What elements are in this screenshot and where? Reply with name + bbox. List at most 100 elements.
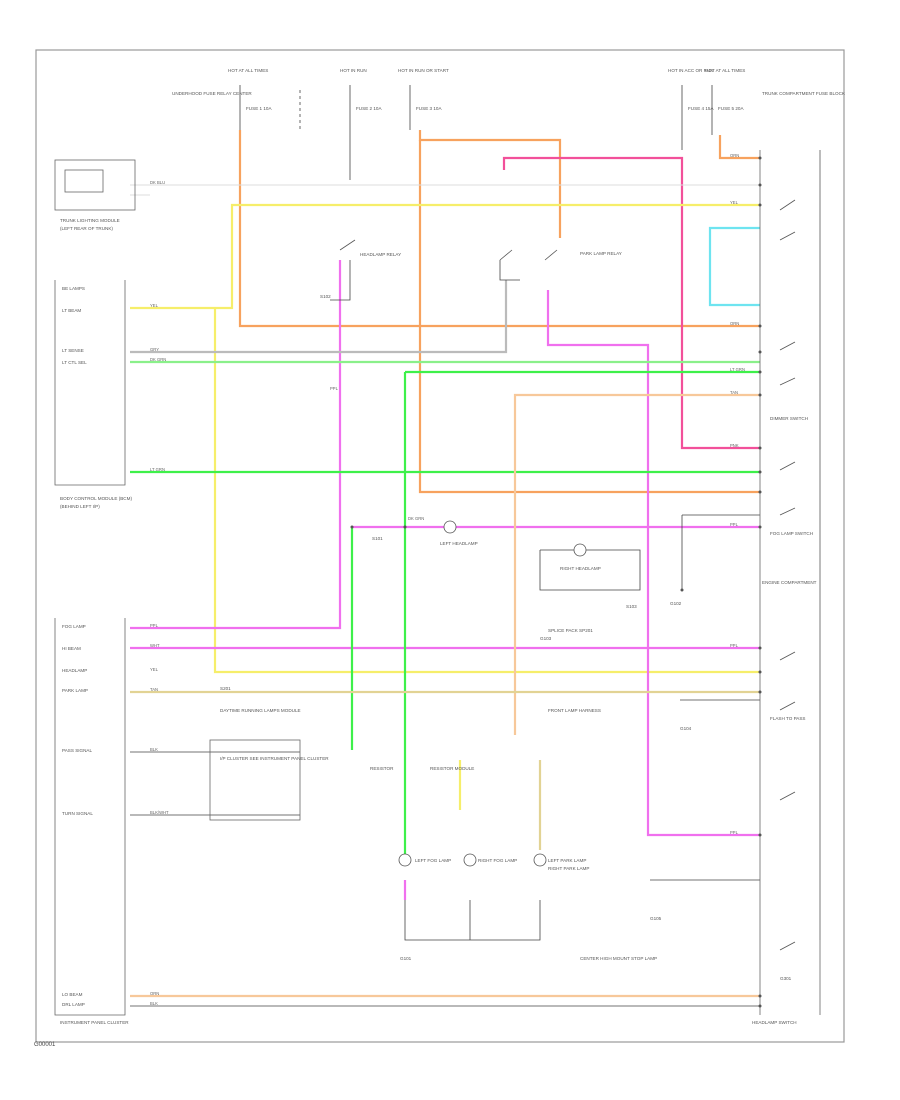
connector-dot <box>758 470 762 474</box>
label-ground-3: G103 <box>540 636 552 641</box>
wire-code: WHT <box>150 643 160 648</box>
trunk-module-box <box>54 159 136 211</box>
label-hot-4: HOT IN ACC OR RUN <box>668 68 714 73</box>
label-splice-3: S103 <box>626 604 637 609</box>
label-right-fog: RIGHT FOG LAMP <box>478 858 517 863</box>
label-ground-6: G301 <box>780 976 792 981</box>
label-ipc-note: I/P CLUSTER SEE INSTRUMENT PANEL CLUSTER <box>220 756 329 761</box>
connector-dot <box>680 588 684 592</box>
diagram-id-code: G00001 <box>34 1042 56 1048</box>
wire-code: PNK <box>730 443 739 448</box>
wire-code: PPL <box>150 623 159 628</box>
label-left-headlamp: LEFT HEADLAMP <box>440 541 478 546</box>
switch-8 <box>779 701 796 711</box>
relay-switch-2 <box>499 249 513 261</box>
label-trunk-module-loc: (LEFT REAR OF TRUNK) <box>60 226 113 231</box>
label-flash-to-pass: FLASH TO PASS <box>770 716 806 721</box>
label-hot-1: HOT AT ALL TIMES <box>228 68 268 73</box>
label-ground-5: G105 <box>650 916 662 921</box>
wire-yellow-2 <box>213 308 760 674</box>
wire-code-labels: DK BLU YEL GRY DK GRN LT GRN PPL WHT YEL… <box>150 153 745 1006</box>
wire-tan-1 <box>513 393 760 735</box>
wire-code: PPL <box>730 522 739 527</box>
connector-dot <box>403 525 407 529</box>
label-ipc-pin-3: HEADLAMP <box>62 668 87 673</box>
connector-dot <box>758 446 762 450</box>
wire-orange-4 <box>718 135 760 160</box>
left-fog-lamp-bulb <box>398 853 412 867</box>
label-headlamp-relay: HEADLAMP RELAY <box>360 252 401 257</box>
wire-code: LT GRN <box>150 467 165 472</box>
wire-code: YEL <box>730 200 739 205</box>
label-ipc-pin-5: PASS SIGNAL <box>62 748 92 753</box>
label-fuse-block: TRUNK COMPARTMENT FUSE BLOCK <box>762 91 846 96</box>
wire-code: BLK/WHT <box>150 810 169 815</box>
label-center-lamp: CENTER HIGH MOUNT STOP LAMP <box>580 956 657 961</box>
wire-code: YEL <box>150 667 159 672</box>
label-ground-4: G104 <box>680 726 692 731</box>
label-bcm-loc: (BEHIND LEFT I/P) <box>60 504 100 509</box>
label-resistor: RESISTOR <box>370 766 394 771</box>
label-ipc-pin-2: HI BEAM <box>62 646 81 651</box>
wire-code: PPL <box>730 643 739 648</box>
switch-4 <box>779 377 796 386</box>
wire-code: YEL <box>150 303 159 308</box>
switch-3 <box>779 341 796 351</box>
diagram-frame <box>35 49 845 1043</box>
label-daytime-note: DAYTIME RUNNING LAMPS MODULE <box>220 708 301 713</box>
label-fog-switch: FOG LAMP SWITCH <box>770 531 813 536</box>
label-left-park: LEFT PARK LAMP <box>548 858 586 863</box>
connector-dot <box>758 1004 762 1008</box>
lamps <box>398 520 587 867</box>
wires <box>130 130 760 998</box>
ipc-bracket <box>54 618 126 1016</box>
connector-dot <box>758 183 762 187</box>
connector-dot <box>758 490 762 494</box>
resistor-note-box <box>209 739 301 821</box>
label-park-lamp-relay: PARK LAMP RELAY <box>580 251 622 256</box>
switch-6 <box>779 507 796 516</box>
connector-dot <box>758 525 762 529</box>
label-splice-4: S201 <box>220 686 231 691</box>
wire-code: DK BLU <box>150 180 165 185</box>
connector-dot <box>758 833 762 837</box>
label-ipc-pin-4: PARK LAMP <box>62 688 88 693</box>
label-bcm-pin-4: LT CTL SEL <box>62 360 87 365</box>
wire-code: TAN <box>150 687 158 692</box>
wire-code: BLK <box>150 747 158 752</box>
wire-magenta-1 <box>130 260 342 630</box>
switch-2 <box>779 231 796 241</box>
wire-code: TAN <box>730 390 738 395</box>
relay-switch-3 <box>544 249 558 261</box>
connector-dot <box>758 370 762 374</box>
switch-1 <box>779 199 796 211</box>
switch-10 <box>779 941 796 951</box>
right-headlamp-bulb <box>573 543 587 557</box>
connector-dot <box>758 690 762 694</box>
label-ipc-pin-8: DRL LAMP <box>62 1002 85 1007</box>
bcm-bracket <box>54 280 126 486</box>
switch-7 <box>779 651 796 661</box>
label-splice-note: SPLICE PACK SP201 <box>548 628 593 633</box>
connectors <box>350 156 762 1008</box>
wire-black-9 <box>404 900 541 941</box>
label-resistor-module: RESISTOR MODULE <box>430 766 474 771</box>
wire-green-2 <box>130 280 508 354</box>
label-underhood: UNDERHOOD FUSE RELAY CENTER <box>172 91 252 96</box>
label-hot-3: HOT IN RUN OR START <box>398 68 449 73</box>
label-ipc-pin-6: TURN SIGNAL <box>62 811 93 816</box>
label-ipc-pin-7: LO BEAM <box>62 992 83 997</box>
label-headlamp-switch: HEADLAMP SWITCH <box>752 1020 797 1025</box>
label-splice-2: S102 <box>320 294 331 299</box>
label-right-headlamp: RIGHT HEADLAMP <box>560 566 601 571</box>
label-trunk-module: TRUNK LIGHTING MODULE <box>60 218 120 223</box>
label-engine-compartment: ENGINE COMPARTMENT <box>762 580 817 585</box>
connector-dot <box>758 324 762 328</box>
relay-switch-1 <box>339 239 356 251</box>
label-left-fog: LEFT FOG LAMP <box>415 858 451 863</box>
wire-code: GRY <box>150 347 159 352</box>
label-bcm-pin-3: LT SENSE <box>62 348 84 353</box>
label-splice-1: S101 <box>372 536 383 541</box>
wire-code: ORN <box>730 321 739 326</box>
